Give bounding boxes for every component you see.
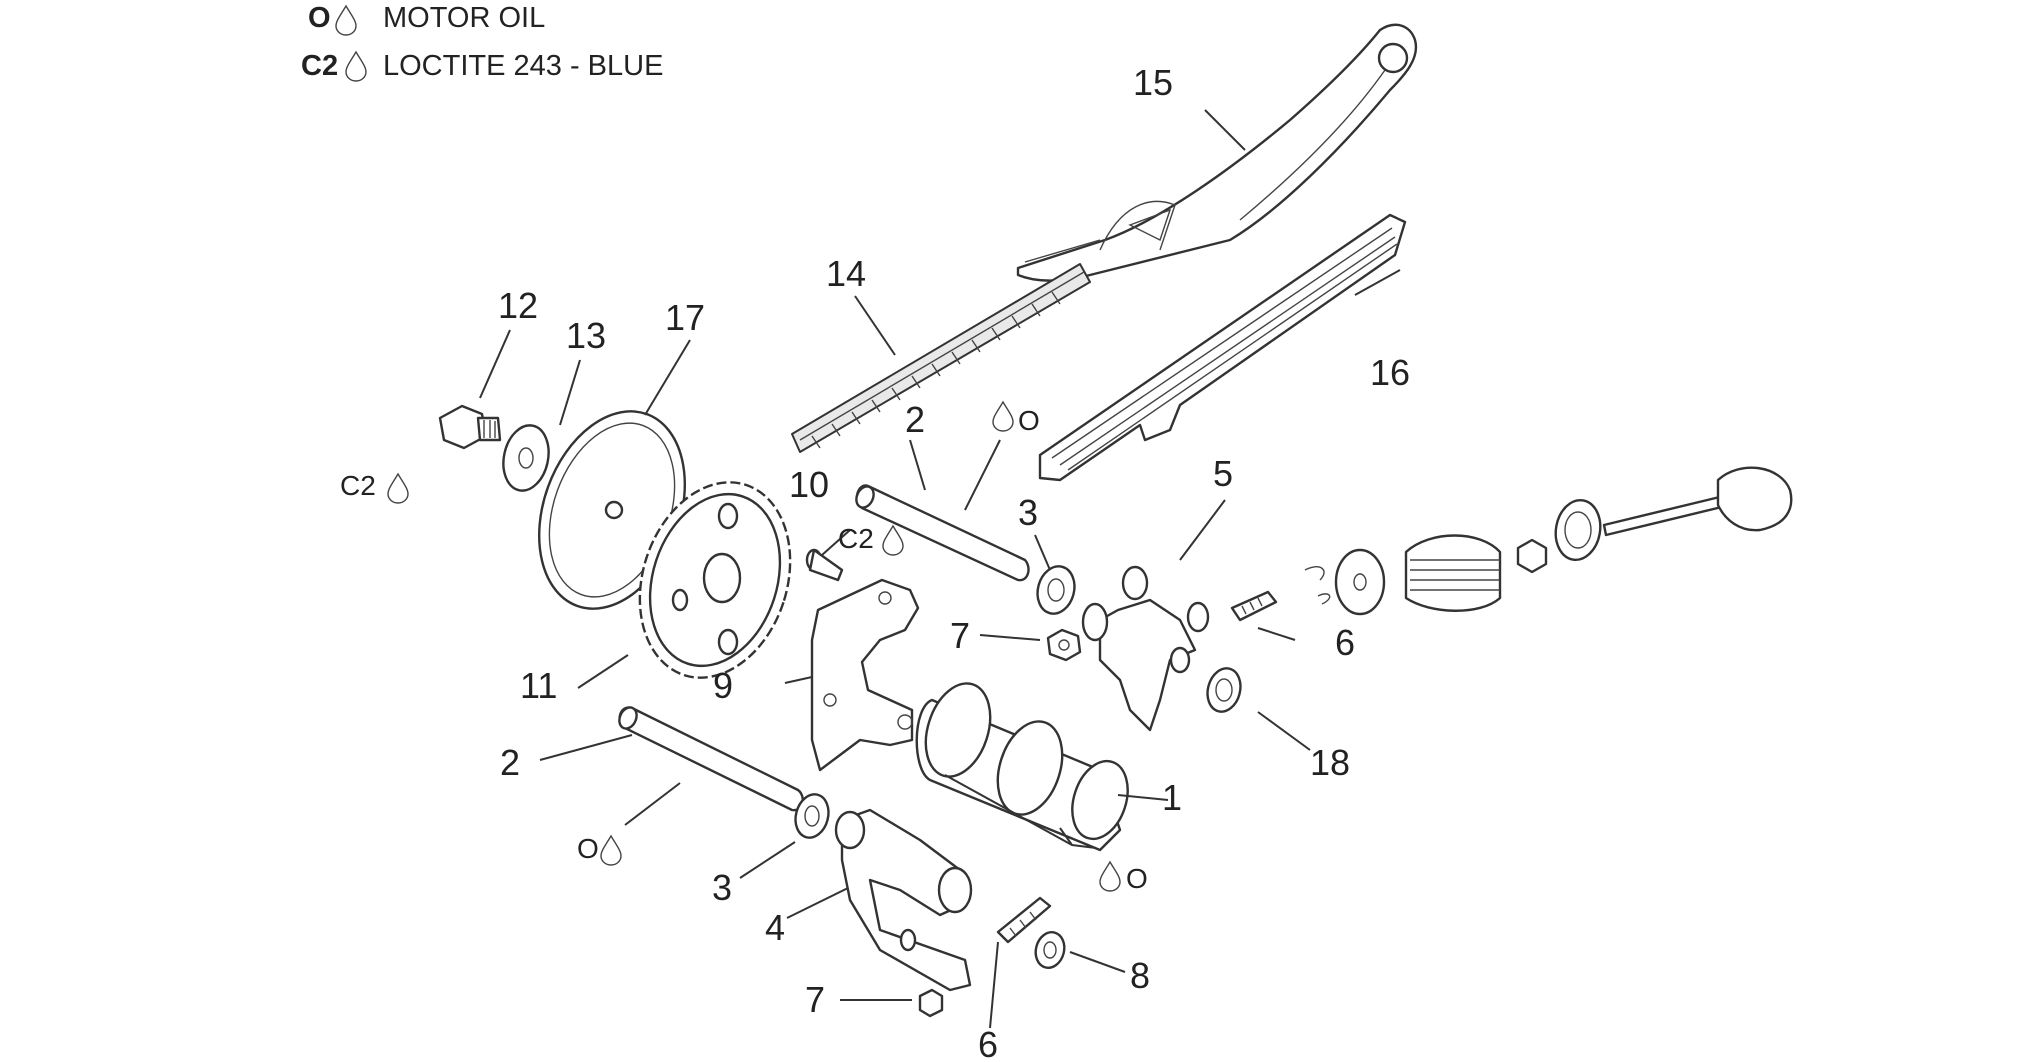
loctite-symbol-code: C2 xyxy=(838,523,874,554)
valve-assembly xyxy=(1304,466,1793,616)
loctite-symbol-code: C2 xyxy=(340,470,376,501)
part-7-nut-upper xyxy=(1046,628,1082,662)
part-16-chain-guide xyxy=(1038,213,1407,482)
part-18-washer xyxy=(1206,667,1242,713)
part-12-bolt xyxy=(438,404,502,450)
legend-code-oil: O xyxy=(308,2,331,34)
callout-2-lower: 2 xyxy=(500,742,520,783)
callout-7-lower: 7 xyxy=(805,979,825,1020)
part-9-plate xyxy=(810,578,920,772)
part-1-camshaft xyxy=(915,682,1129,852)
callout-5: 5 xyxy=(1213,453,1233,494)
part-3-washer-upper xyxy=(1036,565,1076,615)
callout-14: 14 xyxy=(826,253,866,294)
legend-code-loctite: C2 xyxy=(301,50,338,82)
oil-drop-icon xyxy=(882,524,904,556)
part-13-washer xyxy=(502,424,550,492)
oil-drop-icon xyxy=(345,50,367,82)
callout-6-upper: 6 xyxy=(1335,622,1355,663)
callout-12: 12 xyxy=(498,285,538,326)
part-4-rocker-arm-lower xyxy=(834,808,973,992)
part-10-screw xyxy=(805,548,844,582)
part-14-timing-chain xyxy=(791,263,1091,453)
callout-3-upper: 3 xyxy=(1018,492,1038,533)
part-3-washer-lower xyxy=(794,793,830,839)
lubrication-symbols: O C2 C2 O O xyxy=(340,400,1148,894)
part-6-adjuster-screw-lower xyxy=(996,896,1052,944)
callout-numbers: 15 16 14 12 13 17 2 3 10 5 6 7 9 11 18 1… xyxy=(498,62,1410,1062)
oil-symbol-code: O xyxy=(1126,863,1148,894)
callout-10: 10 xyxy=(789,464,829,505)
callout-4: 4 xyxy=(765,907,785,948)
callout-15: 15 xyxy=(1133,62,1173,103)
callout-11: 11 xyxy=(520,665,557,706)
callout-13: 13 xyxy=(566,315,606,356)
part-8-washer xyxy=(1034,931,1066,969)
callout-18: 18 xyxy=(1310,742,1350,783)
callout-9: 9 xyxy=(713,665,733,706)
part-5-rocker-arm-upper xyxy=(1081,565,1210,732)
callout-8: 8 xyxy=(1130,955,1150,996)
callout-16: 16 xyxy=(1370,352,1410,393)
oil-drop-icon xyxy=(1099,860,1121,892)
legend: O MOTOR OIL C2 LOCTITE 243 - BLUE xyxy=(301,2,663,82)
oil-symbol-code: O xyxy=(1018,405,1040,436)
oil-drop-icon xyxy=(387,472,409,504)
part-2-rocker-shaft-upper xyxy=(855,484,1030,582)
callout-7-upper: 7 xyxy=(950,615,970,656)
leader-lines xyxy=(479,109,1401,1029)
callout-6-lower: 6 xyxy=(978,1024,998,1062)
oil-drop-icon xyxy=(992,400,1014,432)
legend-label-loctite: LOCTITE 243 - BLUE xyxy=(383,50,663,82)
callout-1: 1 xyxy=(1162,777,1182,818)
oil-symbol-code: O xyxy=(577,833,599,864)
oil-drop-icon xyxy=(600,834,622,866)
part-7-nut-lower xyxy=(918,988,944,1018)
callout-2-upper: 2 xyxy=(905,399,925,440)
part-6-adjuster-screw-upper xyxy=(1230,590,1278,622)
part-2-rocker-shaft-lower xyxy=(618,706,804,812)
callout-3-lower: 3 xyxy=(712,867,732,908)
legend-label-oil: MOTOR OIL xyxy=(383,2,545,34)
oil-drop-icon xyxy=(335,4,357,36)
callout-17: 17 xyxy=(665,297,705,338)
part-15-chain-tensioner-slider xyxy=(1016,23,1418,282)
part-11-camshaft-sprocket xyxy=(638,481,792,679)
